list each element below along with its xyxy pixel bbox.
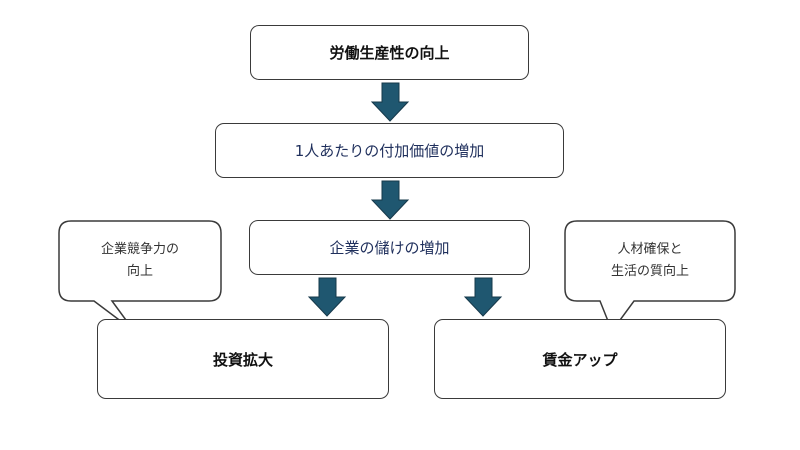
down-arrow-right (463, 277, 503, 317)
callout-text-right: 人材確保と 生活の質向上 (565, 239, 735, 283)
callout-right-line1: 人材確保と (617, 242, 683, 257)
down-arrow-1 (370, 82, 410, 122)
callout-bubble-right (564, 220, 736, 333)
down-arrow-2 (370, 180, 410, 220)
box-investment-expansion-label: 投資拡大 (212, 350, 273, 369)
callout-right-line2: 生活の質向上 (610, 264, 689, 279)
box-corporate-profit: 企業の儲けの増加 (249, 220, 530, 275)
box-labor-productivity: 労働生産性の向上 (250, 25, 529, 80)
callout-left-line1: 企業競争力の (100, 242, 179, 257)
callout-bubble-left (58, 220, 222, 332)
box-investment-expansion: 投資拡大 (97, 319, 389, 399)
box-wage-increase: 賃金アップ (434, 319, 726, 399)
down-arrow-left (307, 277, 347, 317)
box-value-added-label: 1人あたりの付加価値の増加 (294, 142, 485, 160)
callout-left-line2: 向上 (126, 264, 153, 279)
box-corporate-profit-label: 企業の儲けの増加 (329, 239, 450, 257)
box-value-added: 1人あたりの付加価値の増加 (215, 123, 564, 178)
callout-text-left: 企業競争力の 向上 (59, 239, 221, 283)
box-labor-productivity-label: 労働生産性の向上 (329, 44, 450, 62)
box-wage-increase-label: 賃金アップ (542, 350, 618, 369)
